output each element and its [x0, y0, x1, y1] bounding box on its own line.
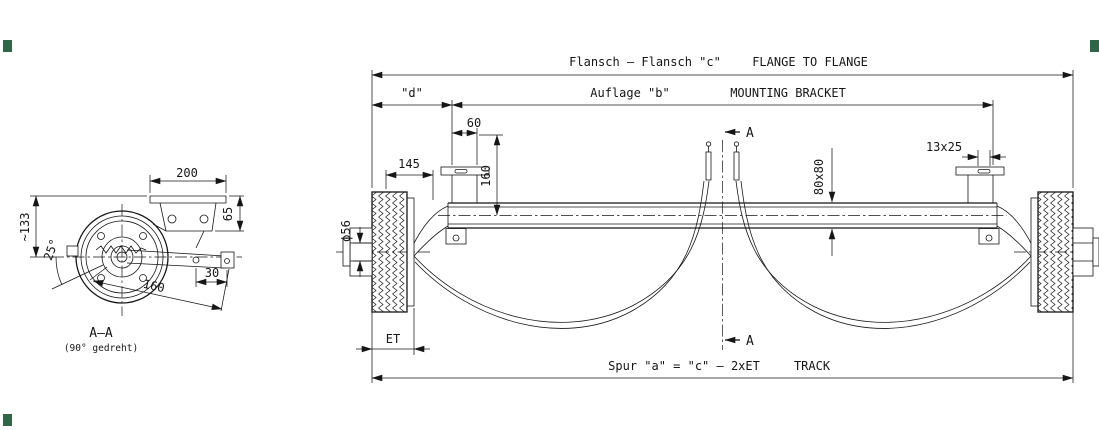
brake-lever — [126, 249, 235, 269]
registration-mark — [3, 40, 12, 52]
dim-label-phi56: ϕ56 — [339, 220, 353, 242]
dim-133: ~133 — [18, 195, 147, 258]
right-brake-drum — [1030, 191, 1099, 313]
backing-plate — [1030, 197, 1039, 307]
section-view-a-a: 25° 200 65 ~133 30 — [18, 166, 244, 354]
adjuster — [66, 245, 79, 257]
bracket-slot — [454, 169, 468, 174]
dim-label-25deg: 25° — [41, 237, 62, 262]
dim-60: 60 — [451, 116, 481, 165]
dim-label-160-lever: 160 — [142, 277, 166, 296]
hub-cap — [1092, 237, 1099, 267]
dim-flange-to-flange: Flansch – Flansch "c" FLANGE TO FLANGE — [371, 55, 1074, 188]
registration-marks — [3, 40, 1099, 426]
section-marker-label: A — [746, 126, 754, 141]
dim-label-flange-en: FLANGE TO FLANGE — [752, 55, 868, 69]
dim-80x80: 80x80 — [812, 148, 836, 256]
dim-160-bracket: 160 — [479, 134, 503, 216]
section-marker-bottom: A — [724, 334, 754, 349]
dim-label-160: 160 — [479, 165, 493, 187]
bracket-slot — [977, 169, 991, 174]
dim-label-145: 145 — [398, 157, 420, 171]
dim-label-65: 65 — [221, 207, 235, 221]
dim-angle-25: 25° — [41, 237, 104, 290]
dim-label-133: ~133 — [18, 213, 32, 242]
section-marker-label: A — [746, 334, 754, 349]
dim-65: 65 — [215, 195, 244, 232]
dim-label-bracket-en: MOUNTING BRACKET — [730, 86, 846, 100]
dim-label-bracket-de: Auflage "b" — [590, 86, 669, 100]
hub-cap — [342, 237, 351, 267]
cable-end-fitting — [705, 151, 712, 181]
dim-et: ET — [356, 308, 430, 355]
dim-13x25: 13x25 — [926, 140, 1006, 166]
left-mounting-bracket — [440, 166, 490, 245]
dim-label-flange-de: Flansch – Flansch "c" — [569, 55, 721, 69]
dim-label-60: 60 — [467, 116, 481, 130]
axle-tube — [447, 202, 998, 229]
left-brake-drum — [342, 191, 415, 313]
torsion-arms — [411, 205, 1034, 257]
hub — [349, 227, 373, 277]
right-mounting-bracket — [955, 166, 1005, 245]
dim-label-et: ET — [386, 332, 400, 346]
dim-label-track-en: TRACK — [794, 359, 831, 373]
section-marker-top: A — [724, 126, 754, 141]
dim-label-30: 30 — [205, 266, 219, 280]
dim-track: Spur "a" = "c" – 2xET TRACK — [371, 312, 1074, 383]
dim-label-200: 200 — [176, 166, 198, 180]
dim-label-d: "d" — [401, 86, 423, 100]
registration-mark — [1090, 40, 1099, 52]
dim-label-13x25: 13x25 — [926, 140, 962, 154]
dim-label-80x80: 80x80 — [812, 159, 826, 195]
mounting-bracket-section — [149, 195, 227, 249]
section-title: A–A — [89, 326, 113, 341]
brake-spring — [95, 245, 147, 254]
clevis — [220, 251, 235, 269]
cable-end-fitting — [733, 151, 740, 181]
brake-cables — [411, 141, 1034, 329]
section-subtitle: (90° gedreht) — [64, 343, 138, 354]
dim-200: 200 — [149, 166, 227, 193]
dim-phi56: ϕ56 — [339, 220, 372, 277]
dim-d-and-bracket: "d" Auflage "b" MOUNTING BRACKET — [371, 86, 994, 165]
registration-mark — [3, 414, 12, 426]
dim-145: 145 — [385, 157, 434, 200]
dim-label-track-de: Spur "a" = "c" – 2xET — [608, 359, 760, 373]
main-view: Flansch – Flansch "c" FLANGE TO FLANGE "… — [336, 55, 1099, 383]
backing-plate — [406, 197, 415, 307]
dim-30: 30 — [195, 266, 228, 287]
dim-160-lever: 160 — [89, 266, 230, 312]
hub — [1072, 227, 1094, 277]
